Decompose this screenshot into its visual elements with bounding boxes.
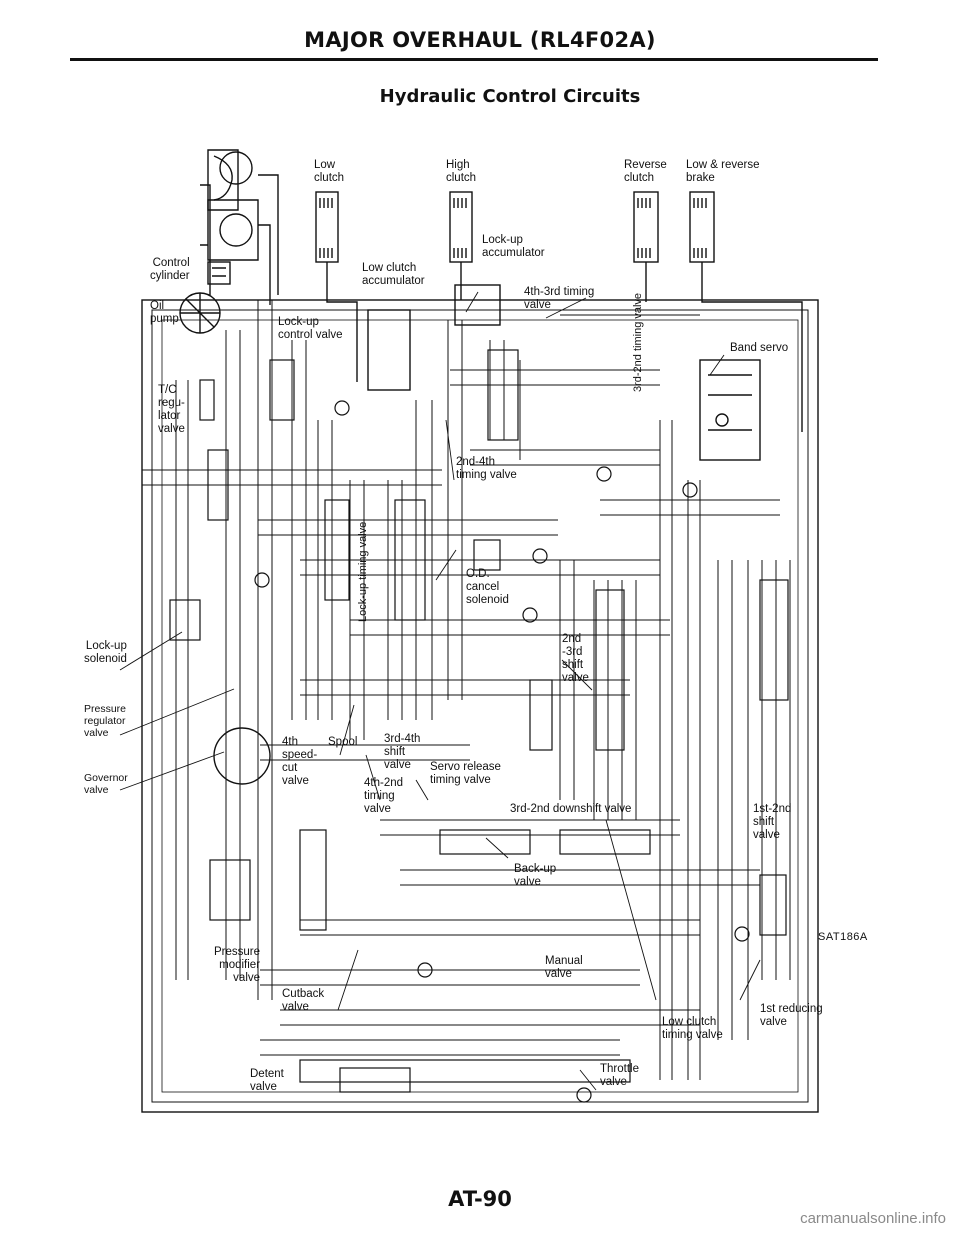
label-cutback-valve: Cutback valve [282, 988, 325, 1013]
circuit-boundary [141, 299, 819, 1113]
label-spool: Spool [328, 736, 358, 748]
label-oil-pump: Oil pump [150, 300, 179, 325]
label-lockup-timing: Lock-up timing valve [357, 521, 369, 622]
label-low-clutch: Low clutch [314, 159, 345, 184]
low-clutch-accumulator-symbol [367, 309, 411, 391]
page-number: AT-90 [448, 1187, 512, 1211]
torque-converter [200, 149, 279, 305]
valve-channels [175, 300, 791, 1080]
label-lockup-accumulator: Lock-up accumulator [482, 234, 545, 259]
figure-code: SAT186A [818, 931, 868, 943]
lockup-accumulator-symbol [454, 284, 501, 326]
governor-symbol [213, 727, 271, 785]
label-band-servo: Band servo [730, 342, 789, 354]
label-4th-2nd-timing: 4th-2nd timing valve [364, 777, 404, 815]
check-balls [254, 400, 750, 1103]
page-header: MAJOR OVERHAUL (RL4F02A) [304, 28, 656, 52]
label-governor: Governor valve [84, 772, 128, 796]
control-cylinder [207, 261, 231, 285]
oil-pump-symbol [179, 292, 221, 334]
label-4th-3rd-timing: 4th-3rd timing valve [524, 286, 595, 311]
label-control-cylinder: Control cylinder [150, 257, 190, 282]
label-1st-2nd-shift: 1st-2nd shift valve [753, 803, 792, 841]
label-pressure-regulator: Pressure regulator valve [84, 703, 127, 739]
label-3rd-2nd-timing: 3rd-2nd timing valve [632, 292, 644, 392]
diagram-title: Hydraulic Control Circuits [379, 86, 641, 107]
low-clutch-symbol [315, 191, 358, 382]
label-2nd-3rd-shift: 2nd -3rd shift valve [562, 633, 589, 684]
label-lockup-control-valve: Lock-up control valve [278, 316, 343, 341]
label-3rd-4th-shift: 3rd-4th shift valve [384, 733, 421, 771]
low-reverse-brake-symbol [689, 191, 803, 432]
label-manual-valve: Manual valve [545, 955, 583, 980]
label-od-cancel-solenoid: O.D. cancel solenoid [466, 568, 509, 606]
label-detent-valve: Detent valve [250, 1068, 284, 1093]
label-low-clutch-accumulator: Low clutch accumulator [362, 262, 425, 287]
label-high-clutch: High clutch [446, 159, 477, 184]
label-4th-speed-cut: 4th speed- cut valve [282, 736, 318, 787]
reverse-clutch-symbol [633, 191, 659, 302]
band-servo-symbol [699, 359, 761, 461]
label-1st-reducing: 1st reducing valve [760, 1003, 823, 1028]
label-reverse-clutch: Reverse clutch [624, 159, 667, 184]
label-2nd-4th-timing: 2nd-4th timing valve [456, 456, 517, 481]
label-lockup-solenoid: Lock-up solenoid [84, 640, 127, 665]
label-backup-valve: Back-up valve [514, 863, 557, 888]
label-pressure-modifier: Pressure modifier valve [214, 946, 261, 984]
watermark: carmanualsonline.info [800, 1210, 946, 1227]
label-throttle-valve: Throttle valve [600, 1063, 639, 1088]
label-servo-release-timing: Servo release timing valve [430, 761, 501, 786]
high-clutch-symbol [449, 191, 473, 300]
spool-valves [169, 349, 789, 1093]
label-low-reverse-brake: Low & reverse brake [686, 159, 760, 184]
label-3rd-2nd-downshift: 3rd-2nd downshift valve [510, 803, 632, 815]
label-low-clutch-timing: Low clutch timing valve [662, 1016, 723, 1041]
horizontal-channels [142, 299, 780, 1056]
label-tc-regulator: T/C regu- lator valve [158, 384, 185, 435]
leader-lines [119, 291, 761, 1091]
header-rule [70, 58, 878, 61]
